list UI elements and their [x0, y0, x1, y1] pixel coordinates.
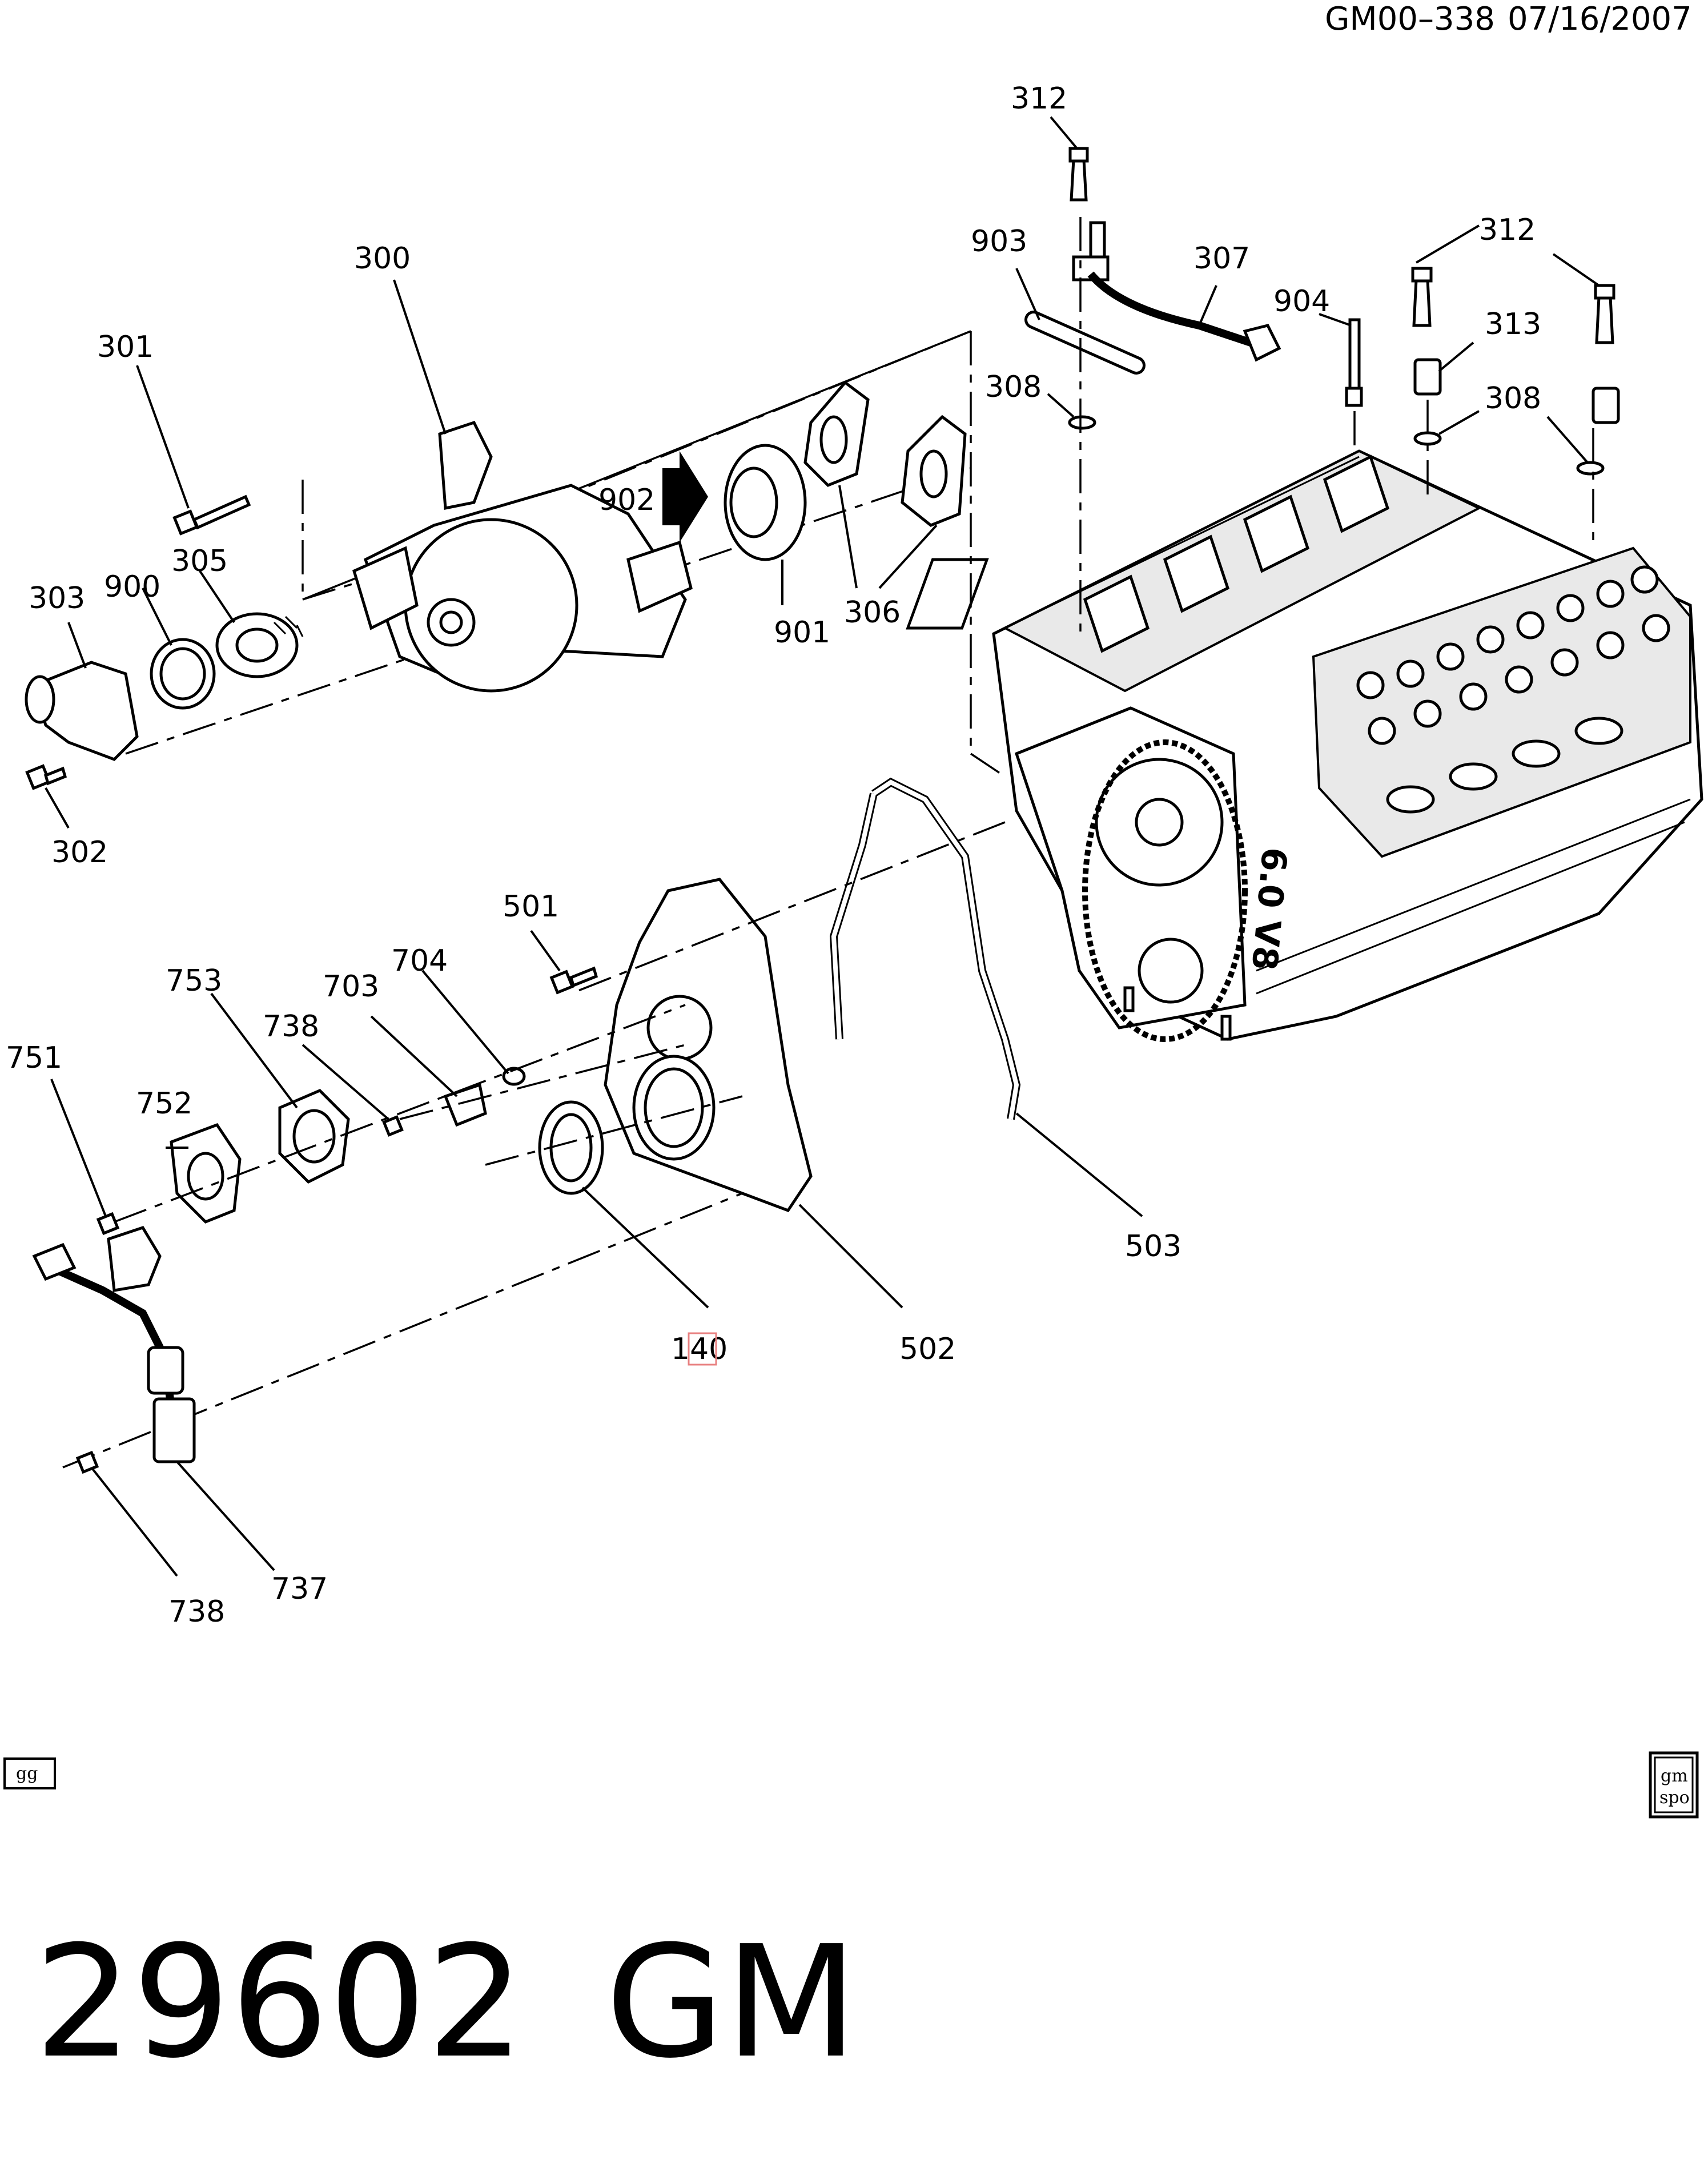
callout-313: 313 — [1485, 307, 1541, 341]
water-pump-300 — [352, 420, 693, 693]
callout-503: 503 — [1125, 1229, 1181, 1264]
seal-901 — [724, 444, 807, 561]
callout-753: 753 — [166, 964, 222, 998]
callout-502: 502 — [899, 1332, 956, 1366]
housing-752 — [170, 1123, 242, 1224]
part-number-big: 29602 — [34, 1912, 525, 2092]
sensor-harness-737 — [32, 1225, 196, 1463]
gasket-503 — [829, 777, 1021, 1120]
bolt-738-upper — [382, 1115, 404, 1137]
washers-308 — [1068, 415, 1605, 476]
bolt-302 — [25, 764, 67, 790]
valve-springs — [1356, 565, 1670, 745]
bolt-501 — [549, 966, 598, 995]
callout-901: 901 — [774, 616, 830, 650]
callout-labels: 312 903 307 312 904 313 308 308 300 301 … — [6, 82, 1541, 1629]
callout-301: 301 — [97, 330, 154, 364]
bolt-301 — [172, 494, 251, 536]
callout-305: 305 — [171, 544, 228, 578]
callout-307: 307 — [1193, 242, 1250, 276]
header: GM00–338 07/16/2007 — [1325, 1, 1692, 38]
callout-738-lower: 738 — [168, 1595, 225, 1629]
logo-gg-text: gg — [16, 1764, 38, 1784]
callout-308-left: 308 — [985, 370, 1042, 404]
bolt-751 — [96, 1212, 120, 1236]
crank-seal-140 — [538, 1100, 604, 1195]
gasket-753 — [278, 1089, 350, 1184]
callout-737: 737 — [271, 1572, 328, 1606]
front-cover-502 — [604, 878, 813, 1213]
callout-302: 302 — [51, 835, 108, 870]
gaskets-306 — [803, 380, 967, 527]
engine-block: 6.0 V8 — [906, 449, 1703, 1042]
thermostat-305 — [215, 612, 304, 678]
callout-904: 904 — [1273, 284, 1330, 319]
oil-indicator-tube-307 — [1072, 221, 1281, 362]
logo-gm-text: gm — [1661, 1766, 1688, 1786]
bolt-738-lower — [75, 1450, 99, 1474]
callout-900: 900 — [104, 570, 160, 604]
callout-501: 501 — [503, 890, 559, 924]
callout-140: 140 — [671, 1332, 728, 1366]
highlight-box — [688, 1332, 717, 1366]
callout-300: 300 — [354, 242, 411, 276]
callout-703: 703 — [323, 970, 379, 1004]
callout-308-right: 308 — [1485, 381, 1541, 416]
callout-704: 704 — [391, 944, 448, 978]
outlet-housing-303 — [25, 661, 139, 761]
bolt-312-top — [1068, 147, 1089, 202]
callout-902: 902 — [598, 483, 655, 517]
callout-312-right: 312 — [1479, 213, 1536, 247]
crank-sprocket — [1138, 938, 1204, 1004]
callout-903: 903 — [971, 224, 1027, 259]
bolts-312-right — [1411, 267, 1615, 344]
callout-738-upper: 738 — [263, 1009, 319, 1044]
callout-312-top: 312 — [1011, 82, 1067, 116]
stud-904 — [1345, 318, 1363, 407]
sensor-704 — [502, 1067, 526, 1086]
callout-303: 303 — [29, 581, 85, 616]
drawing-code: GM00–338 — [1325, 1, 1495, 38]
logo-spo-text: spo — [1659, 1788, 1690, 1808]
callout-752: 752 — [136, 1087, 192, 1121]
callout-306: 306 — [844, 596, 901, 630]
logo-gmspo: gm spo — [1649, 1751, 1699, 1819]
brand-big: GM — [605, 1912, 858, 2092]
logo-gg: gg — [3, 1757, 56, 1789]
spacers-313 — [1413, 358, 1620, 424]
callout-751: 751 — [6, 1041, 62, 1075]
arrow-902 — [662, 451, 708, 542]
leader-lines — [45, 116, 1600, 1577]
drawing-date: 07/16/2007 — [1508, 1, 1692, 38]
oring-900 — [150, 638, 216, 710]
